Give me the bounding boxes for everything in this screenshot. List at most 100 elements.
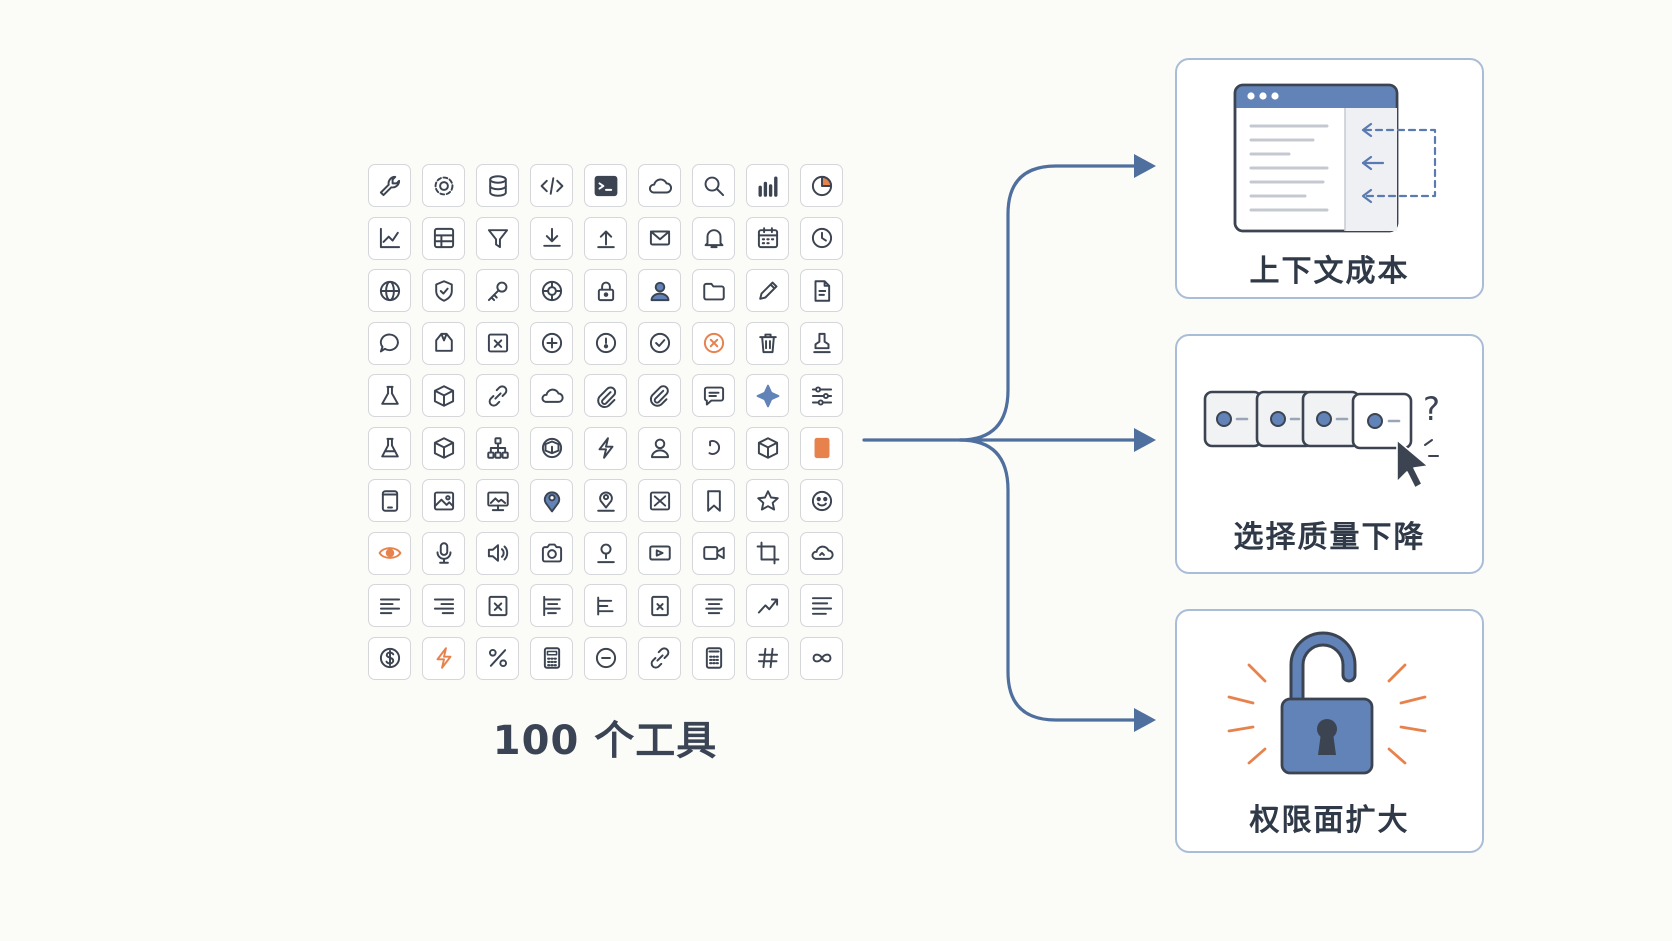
gear-icon: [434, 176, 453, 195]
person-icon: [650, 438, 669, 459]
tool-tile: [746, 584, 789, 627]
info-circle-icon: [595, 332, 616, 354]
tool-tile: [368, 374, 411, 417]
tool-tile: [530, 374, 573, 417]
box-x-icon: [488, 595, 507, 616]
tool-tile: [638, 269, 681, 312]
tool-tile: [746, 636, 789, 680]
tool-tile: [368, 584, 411, 627]
card-permission-surface: 权限面扩大: [1175, 609, 1484, 853]
align-left-icon: [379, 598, 400, 614]
tool-tile: [476, 636, 519, 680]
map-pin-icon: [543, 490, 560, 512]
tool-tile: [368, 164, 411, 207]
tool-tile: [692, 321, 735, 365]
tool-tile: [530, 216, 573, 260]
tool-tile: [476, 531, 519, 575]
tool-tile: [638, 531, 681, 575]
tool-tile: [476, 216, 519, 260]
smiley-icon: [811, 490, 832, 511]
hierarchy-icon: [486, 437, 509, 459]
code-icon: [540, 176, 563, 195]
location-icon: [596, 491, 615, 512]
tool-tile: [530, 321, 573, 365]
eye-icon: [378, 547, 401, 559]
chain-icon: [650, 647, 669, 669]
tool-tile: [584, 321, 627, 365]
cloud-sync-icon: [811, 545, 834, 560]
arrowhead-top: [1134, 154, 1156, 178]
svg-text:?: ?: [1423, 390, 1440, 428]
database-icon: [488, 174, 507, 197]
tool-tile: [476, 164, 519, 207]
tool-tile: [746, 426, 789, 470]
cloud-outline-icon: [541, 388, 564, 403]
tool-tile: [530, 636, 573, 680]
tool-tile: [746, 479, 789, 522]
tool-tile: [692, 636, 735, 680]
box-icon: [433, 437, 454, 459]
star-icon: [756, 489, 779, 511]
link-icon: [488, 384, 507, 407]
tool-tile: [422, 636, 465, 680]
text-center-icon: [704, 598, 723, 614]
tool-tile: [584, 584, 627, 627]
tool-tile: [368, 426, 411, 470]
download-icon: [542, 227, 561, 247]
sliders-icon: [811, 385, 832, 406]
arrowhead-bottom: [1134, 708, 1156, 732]
card-label-permission-surface: 权限面扩大: [1249, 803, 1410, 838]
box-x-small-icon: [650, 595, 669, 616]
tool-tile: [638, 164, 681, 207]
tool-tile: [638, 636, 681, 680]
cloud-icon: [648, 178, 672, 193]
calendar-icon: [757, 227, 778, 249]
check-circle-icon: [649, 332, 670, 354]
branch-line-top: [958, 164, 1140, 442]
search-icon: [704, 176, 724, 196]
microphone-icon: [436, 542, 451, 564]
tool-tile: [584, 164, 627, 207]
tool-tile: [422, 426, 465, 470]
align-right-icon: [433, 598, 454, 614]
cube-icon: [433, 384, 454, 407]
tool-tile: [638, 426, 681, 470]
clock-icon: [811, 227, 832, 249]
tool-tile: [476, 269, 519, 312]
tool-tile: [422, 531, 465, 575]
tool-tile: [530, 269, 573, 312]
refresh-icon: [707, 440, 720, 455]
tool-tile: [638, 216, 681, 260]
tool-tile: [584, 374, 627, 417]
tool-tile: [800, 479, 843, 522]
bookmark-icon: [706, 489, 721, 512]
beaker-icon: [380, 437, 399, 458]
key-icon: [487, 281, 507, 301]
grid-caption: 100 个工具: [492, 718, 718, 764]
speaker-icon: [487, 544, 508, 562]
tool-tile: [584, 426, 627, 470]
image-icon: [433, 491, 454, 510]
video-camera-icon: [702, 546, 725, 560]
tool-tile: [530, 584, 573, 627]
tool-tile: [800, 164, 843, 207]
tool-tile: [530, 479, 573, 522]
tool-tile: [368, 269, 411, 312]
card-selection-quality: ? 选择质量下降: [1175, 334, 1484, 574]
tool-tile: [800, 584, 843, 627]
orange-tile-icon: [814, 437, 829, 459]
pin-icon: [596, 543, 615, 564]
stamp-icon: [812, 332, 831, 354]
tool-tile: [692, 531, 735, 575]
tool-tile: [746, 374, 789, 417]
trash-icon: [758, 333, 777, 354]
tool-tile: [746, 164, 789, 207]
bolt-icon: [598, 437, 613, 459]
tool-tile: [476, 426, 519, 470]
pencil-icon: [758, 281, 777, 300]
tool-tile: [692, 426, 735, 470]
text-left-icon: [596, 596, 613, 615]
tool-tile: [692, 479, 735, 522]
lock-icon: [597, 281, 614, 301]
tool-tile: [746, 321, 789, 365]
